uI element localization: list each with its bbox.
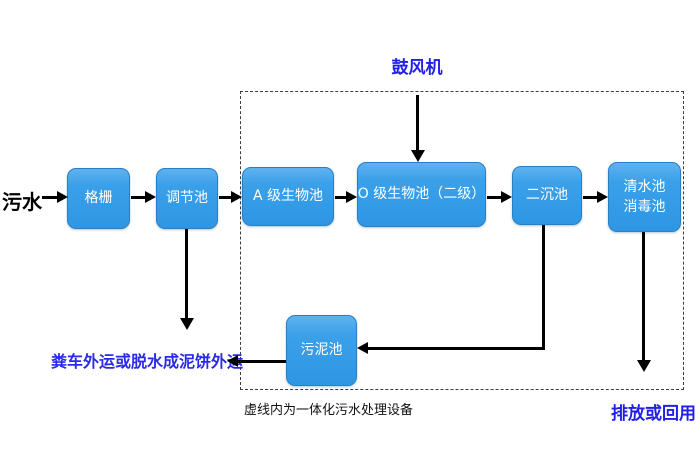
node-disinfection-label: 消毒池 bbox=[623, 199, 666, 215]
arrow-line bbox=[185, 229, 188, 318]
arrowhead-right-icon bbox=[231, 191, 242, 203]
blower-label: 鼓风机 bbox=[391, 58, 443, 78]
node-o-bio-tank-label: O 级生物池（二级） bbox=[357, 186, 486, 203]
arrow-line bbox=[335, 196, 347, 199]
node-regulating-tank-label: 调节池 bbox=[166, 190, 208, 207]
arrow-line bbox=[219, 196, 232, 199]
node-grid: 格栅 bbox=[67, 168, 130, 229]
sludge-disposal-label: 粪车外运或脱水成泥饼外运 bbox=[51, 352, 244, 371]
node-secondary-sedimentation-tank: 二沉池 bbox=[512, 166, 582, 225]
source-water-label: 污水 bbox=[2, 190, 42, 214]
arrowhead-down-icon bbox=[180, 318, 194, 330]
discharge-label: 排放或回用 bbox=[611, 404, 696, 424]
node-regulating-tank: 调节池 bbox=[156, 168, 218, 229]
arrowhead-left-icon bbox=[357, 342, 368, 354]
arrow-line bbox=[487, 196, 502, 199]
integrated-equipment-boundary bbox=[240, 91, 684, 390]
arrow-line bbox=[42, 196, 58, 199]
node-clear-water-label: 清水池 bbox=[623, 178, 666, 195]
node-clear-water-disinfection-tank: 清水池 消毒池 bbox=[608, 162, 681, 232]
arrowhead-right-icon bbox=[597, 191, 608, 203]
arrowhead-down-icon bbox=[637, 360, 651, 372]
node-grid-label: 格栅 bbox=[84, 190, 113, 207]
node-sludge-tank: 污泥池 bbox=[286, 315, 357, 386]
node-a-bio-tank-label: A 级生物池 bbox=[252, 188, 324, 205]
arrow-line bbox=[131, 196, 146, 199]
arrow-line bbox=[583, 196, 598, 199]
arrowhead-right-icon bbox=[346, 191, 357, 203]
dashed-box-caption: 虚线内为一体化污水处理设备 bbox=[244, 403, 414, 418]
node-o-bio-tank: O 级生物池（二级） bbox=[357, 162, 486, 227]
node-sludge-tank-label: 污泥池 bbox=[300, 342, 343, 359]
arrowhead-right-icon bbox=[501, 191, 512, 203]
arrow-line-vertical bbox=[542, 225, 545, 350]
arrowhead-right-icon bbox=[57, 191, 68, 203]
arrow-line bbox=[642, 232, 645, 360]
node-a-bio-tank: A 级生物池 bbox=[242, 167, 334, 226]
arrow-line bbox=[416, 95, 419, 151]
arrowhead-right-icon bbox=[145, 191, 156, 203]
arrow-line bbox=[238, 360, 286, 363]
arrowhead-left-icon bbox=[227, 355, 238, 367]
arrowhead-down-icon bbox=[411, 150, 425, 162]
arrow-line-horizontal bbox=[368, 347, 543, 350]
node-secondary-sedimentation-tank-label: 二沉池 bbox=[526, 187, 568, 204]
